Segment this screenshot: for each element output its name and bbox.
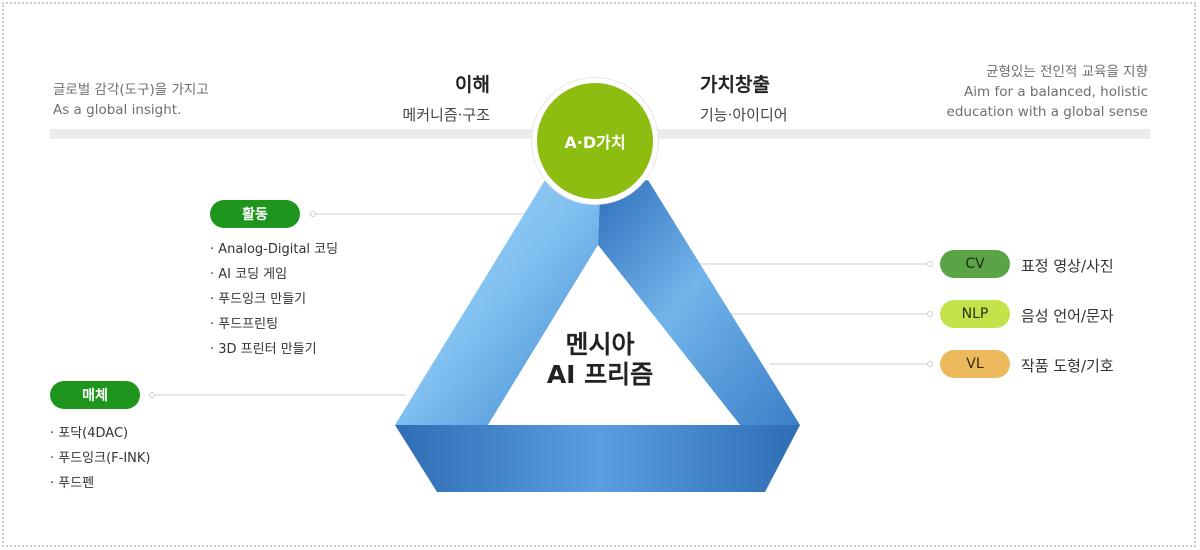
media-badge: 매체 xyxy=(50,381,140,409)
right-header-korean: 균형있는 전인적 교육을 지향 xyxy=(986,64,1148,80)
activity-list: · Analog-Digital 코딩 · AI 코딩 게임 · 푸드잉크 만들… xyxy=(210,237,338,362)
media-badge-label: 매체 xyxy=(82,388,108,404)
right-header-english-1: Aim for a balanced, holistic xyxy=(964,84,1148,100)
cv-badge: CV xyxy=(940,250,1010,278)
nlp-connector-dot xyxy=(927,311,933,317)
understanding-subtitle: 메커니즘·구조 xyxy=(402,106,490,124)
prism-bottom-band xyxy=(395,425,800,492)
prism-title-line2: AI 프리즘 xyxy=(546,360,654,389)
cv-badge-label: CV xyxy=(965,256,985,272)
nlp-badge-label: NLP xyxy=(961,306,989,322)
cv-connector-dot xyxy=(927,261,933,267)
cv-description: 표정 영상/사진 xyxy=(1021,257,1114,275)
left-header-korean: 글로벌 감각(도구)을 가지고 xyxy=(53,82,209,98)
media-connector-dot xyxy=(149,392,155,398)
prism-left-band xyxy=(395,180,600,425)
left-header: 글로벌 감각(도구)을 가지고 As a global insight. xyxy=(53,80,209,120)
ad-value-circle: A·D가치 xyxy=(532,78,658,204)
prism-right-band xyxy=(598,180,800,425)
activity-badge: 활동 xyxy=(210,200,300,228)
media-item: · 포닥(4DAC) xyxy=(50,426,129,441)
nlp-description: 음성 언어/문자 xyxy=(1021,307,1114,325)
left-header-english: As a global insight. xyxy=(53,102,182,118)
ad-value-label: A·D가치 xyxy=(564,133,626,152)
activity-item: · Analog-Digital 코딩 xyxy=(210,242,339,257)
vl-badge: VL xyxy=(940,350,1010,378)
media-item: · 푸드펜 xyxy=(50,476,95,491)
right-header-english-2: education with a global sense xyxy=(946,104,1148,120)
right-header: 균형있는 전인적 교육을 지향 Aim for a balanced, holi… xyxy=(947,62,1148,122)
activity-badge-label: 활동 xyxy=(242,207,268,223)
media-item: · 푸드잉크(F-INK) xyxy=(50,451,151,466)
nlp-badge: NLP xyxy=(940,300,1010,328)
vl-badge-label: VL xyxy=(966,356,984,372)
vl-connector-dot xyxy=(927,361,933,367)
connector-lines xyxy=(152,213,930,396)
prism-inner-triangle xyxy=(488,245,740,425)
value-creation-title: 가치창출 xyxy=(700,74,770,96)
vl-description: 작품 도형/기호 xyxy=(1021,357,1114,375)
activity-connector-dot xyxy=(310,211,316,217)
prism-title: 멘시아 AI 프리즘 xyxy=(520,330,680,390)
activity-item: · AI 코딩 게임 xyxy=(210,267,288,282)
understanding-title: 이해 xyxy=(455,74,490,96)
value-creation-subtitle: 기능·아이디어 xyxy=(700,106,788,124)
media-list: · 포닥(4DAC) · 푸드잉크(F-INK) · 푸드펜 xyxy=(50,421,151,496)
prism-title-line1: 멘시아 xyxy=(565,330,635,359)
activity-item: · 푸드잉크 만들기 xyxy=(210,292,307,307)
activity-item: · 푸드프린팅 xyxy=(210,317,279,332)
activity-item: · 3D 프린터 만들기 xyxy=(210,342,317,357)
